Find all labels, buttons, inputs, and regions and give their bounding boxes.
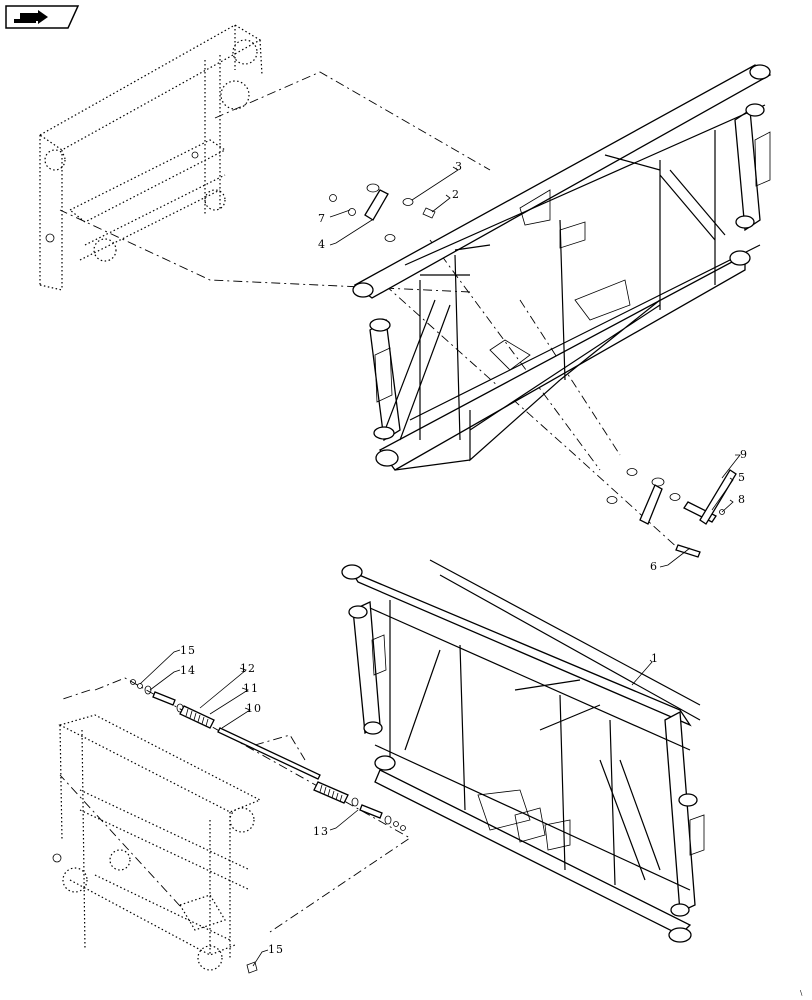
callout-4: 4 bbox=[318, 238, 326, 251]
callout-3: 3 bbox=[455, 160, 463, 173]
callout-2: 2 bbox=[452, 188, 460, 201]
callout-labels: 1 2 3 4 5 6 7 8 9 10 11 12 13 14 15 15 bbox=[180, 160, 748, 956]
callout-9: 9 bbox=[740, 448, 748, 461]
callout-13: 13 bbox=[313, 825, 329, 838]
callout-5: 5 bbox=[738, 471, 746, 484]
callout-12: 12 bbox=[240, 662, 256, 675]
shaft-assembly bbox=[130, 679, 406, 974]
phantom-mount-frame-bottom bbox=[52, 714, 262, 971]
upper-link-hardware bbox=[329, 183, 737, 558]
next-page-arrow-icon bbox=[14, 10, 48, 24]
center-frame-item-1 bbox=[341, 559, 705, 943]
callout-7: 7 bbox=[318, 212, 326, 225]
leader-lines bbox=[139, 166, 741, 967]
callout-8: 8 bbox=[738, 493, 746, 506]
upper-boom-frame bbox=[352, 64, 772, 471]
next-page-button[interactable] bbox=[5, 5, 80, 29]
callout-15-bottom: 15 bbox=[268, 943, 284, 956]
alignment-line-top bbox=[59, 71, 491, 293]
phantom-mount-frame-top bbox=[38, 24, 263, 291]
alignment-line-bottom bbox=[59, 677, 411, 933]
callout-10: 10 bbox=[246, 702, 262, 715]
callout-14: 14 bbox=[180, 664, 196, 677]
callout-11: 11 bbox=[243, 682, 259, 695]
page-mark: \ bbox=[800, 989, 803, 997]
callout-1: 1 bbox=[651, 652, 659, 665]
callout-15-top: 15 bbox=[180, 644, 196, 657]
callout-6: 6 bbox=[650, 560, 658, 573]
